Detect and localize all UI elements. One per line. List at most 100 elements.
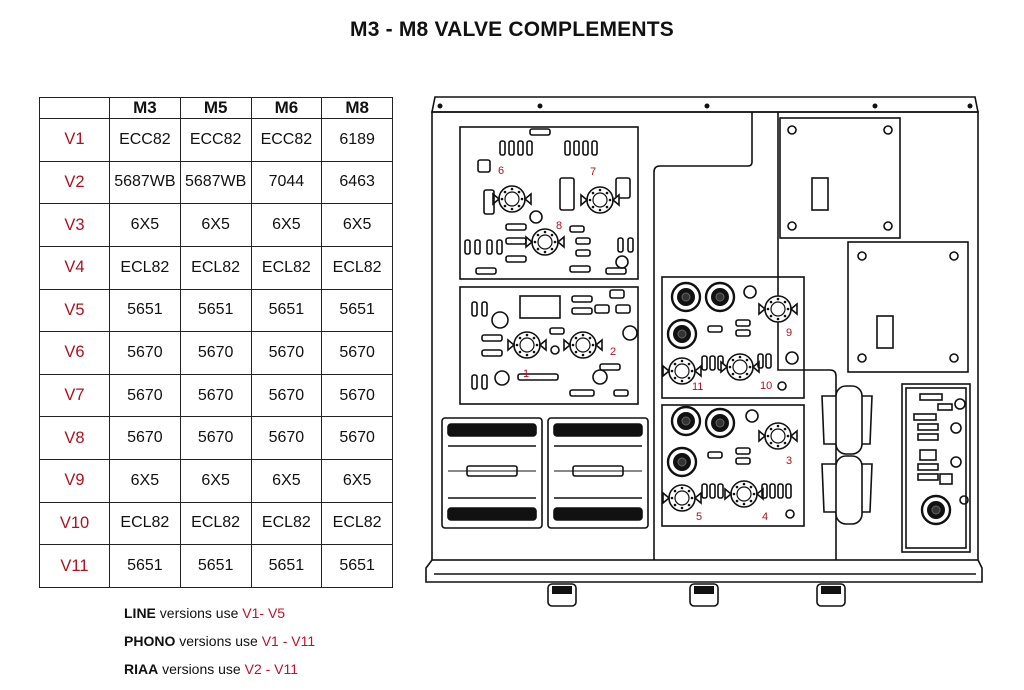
valve-label: V11 [39, 544, 110, 588]
valve-label: V4 [39, 245, 110, 290]
transformer-plate-upper [779, 117, 901, 239]
table-cell: 6X5 [179, 203, 252, 247]
table-cell: 5670 [321, 373, 393, 418]
table-cell: 6X5 [179, 459, 252, 503]
valve-number: 11 [692, 381, 703, 393]
table-cell: 5651 [109, 288, 181, 333]
table-cell: 5670 [321, 331, 393, 375]
table-cell: ECL82 [179, 501, 252, 546]
valve-label: V8 [39, 416, 110, 460]
table-cell: 5670 [250, 331, 323, 375]
note-line: LINE versions use V1- V5 [124, 603, 315, 631]
note-version: RIAA [124, 661, 159, 677]
valve-label: V7 [39, 373, 110, 418]
table-row: V11 5651 5651 5651 5651 [39, 544, 393, 588]
valve-label: V3 [39, 203, 110, 247]
table-cell: 6X5 [250, 459, 323, 503]
valve-label: V10 [39, 501, 110, 546]
valve-number: 3 [786, 455, 792, 467]
note-range: V1 - V11 [261, 633, 316, 649]
table-row: V2 5687WB 5687WB 7044 6463 [39, 160, 393, 205]
power-supply-rails [441, 417, 649, 529]
column-header-m8: M8 [321, 97, 393, 119]
table-row: V6 5670 5670 5670 5670 [39, 331, 393, 375]
valve-complement-table: M3 M5 M6 M8 V1 ECC82 ECC82 ECC82 6189 V2… [39, 97, 393, 588]
chokes [821, 385, 873, 525]
table-cell: 5670 [250, 416, 323, 460]
column-header-m3: M3 [109, 97, 181, 119]
note-text: versions use [158, 661, 245, 677]
table-row: V1 ECC82 ECC82 ECC82 6189 [39, 118, 393, 162]
table-row: V8 5670 5670 5670 5670 [39, 416, 393, 460]
table-cell: 5651 [321, 544, 393, 588]
phono-board-lower [661, 404, 805, 527]
table-cell: 7044 [250, 160, 323, 205]
note-range: V1- V5 [242, 605, 286, 621]
table-cell: 5670 [179, 373, 252, 418]
table-cell: 5651 [179, 544, 252, 588]
table-row: V10 ECL82 ECL82 ECL82 ECL82 [39, 501, 393, 546]
table-row: V9 6X5 6X5 6X5 6X5 [39, 459, 393, 503]
valve-number: 7 [590, 166, 596, 178]
valve-number: 4 [762, 511, 768, 523]
preamp-board-upper [459, 126, 639, 280]
table-cell: 5651 [321, 288, 393, 333]
table-cell: 5670 [179, 416, 252, 460]
version-notes: LINE versions use V1- V5 PHONO versions … [124, 603, 315, 687]
valve-number: 10 [760, 380, 772, 392]
valve-number: 8 [556, 220, 562, 232]
note-version: PHONO [124, 633, 176, 649]
table-cell: ECL82 [179, 245, 252, 290]
table-header-row: M3 M5 M6 M8 [39, 97, 393, 119]
note-range: V2 - V11 [244, 661, 299, 677]
table-cell: 5651 [250, 544, 323, 588]
note-version: LINE [124, 605, 156, 621]
table-corner-cell [39, 97, 110, 119]
preamp-board-lower [459, 286, 639, 405]
table-cell: 5687WB [179, 160, 252, 205]
table-cell: 5670 [109, 416, 181, 460]
table-cell: ECL82 [109, 245, 181, 290]
table-row: V4 ECL82 ECL82 ECL82 ECL82 [39, 245, 393, 290]
table-cell: 6189 [321, 118, 393, 162]
table-cell: 5651 [109, 544, 181, 588]
valve-number: 1 [523, 368, 529, 380]
note-line: RIAA versions use V2 - V11 [124, 659, 315, 687]
note-line: PHONO versions use V1 - V11 [124, 631, 315, 659]
table-cell: ECL82 [321, 501, 393, 546]
table-cell: 5687WB [109, 160, 181, 205]
table-cell: 6X5 [250, 203, 323, 247]
table-cell: ECL82 [250, 245, 323, 290]
table-cell: 5670 [250, 373, 323, 418]
table-cell: 6463 [321, 160, 393, 205]
page-title: M3 - M8 VALVE COMPLEMENTS [350, 18, 674, 41]
table-cell: ECL82 [109, 501, 181, 546]
table-cell: 5670 [321, 416, 393, 460]
chassis-top-view-diagram: 1 2 3 4 5 6 7 8 9 10 11 [425, 96, 983, 607]
table-cell: ECC82 [109, 118, 181, 162]
table-cell: 6X5 [321, 203, 393, 247]
table-cell: ECL82 [250, 501, 323, 546]
valve-number: 5 [696, 511, 702, 523]
table-cell: ECC82 [250, 118, 323, 162]
valve-label: V6 [39, 331, 110, 375]
chassis-outline [425, 96, 983, 607]
table-cell: 5670 [179, 331, 252, 375]
table-cell: 5670 [109, 373, 181, 418]
table-cell: ECC82 [179, 118, 252, 162]
valve-label: V2 [39, 160, 110, 205]
column-header-m5: M5 [179, 97, 252, 119]
valve-label: V1 [39, 118, 110, 162]
table-cell: 5651 [250, 288, 323, 333]
note-text: versions use [155, 605, 243, 621]
table-row: V5 5651 5651 5651 5651 [39, 288, 393, 333]
valve-label: V9 [39, 459, 110, 503]
table-cell: 6X5 [321, 459, 393, 503]
power-supply-board [901, 383, 971, 553]
valve-position-labels: 1 2 3 4 5 6 7 8 9 10 11 [498, 165, 792, 523]
valve-number: 9 [786, 327, 792, 339]
table-cell: ECL82 [321, 245, 393, 290]
table-cell: 5670 [109, 331, 181, 375]
note-text: versions use [175, 633, 262, 649]
valve-label: V5 [39, 288, 110, 333]
